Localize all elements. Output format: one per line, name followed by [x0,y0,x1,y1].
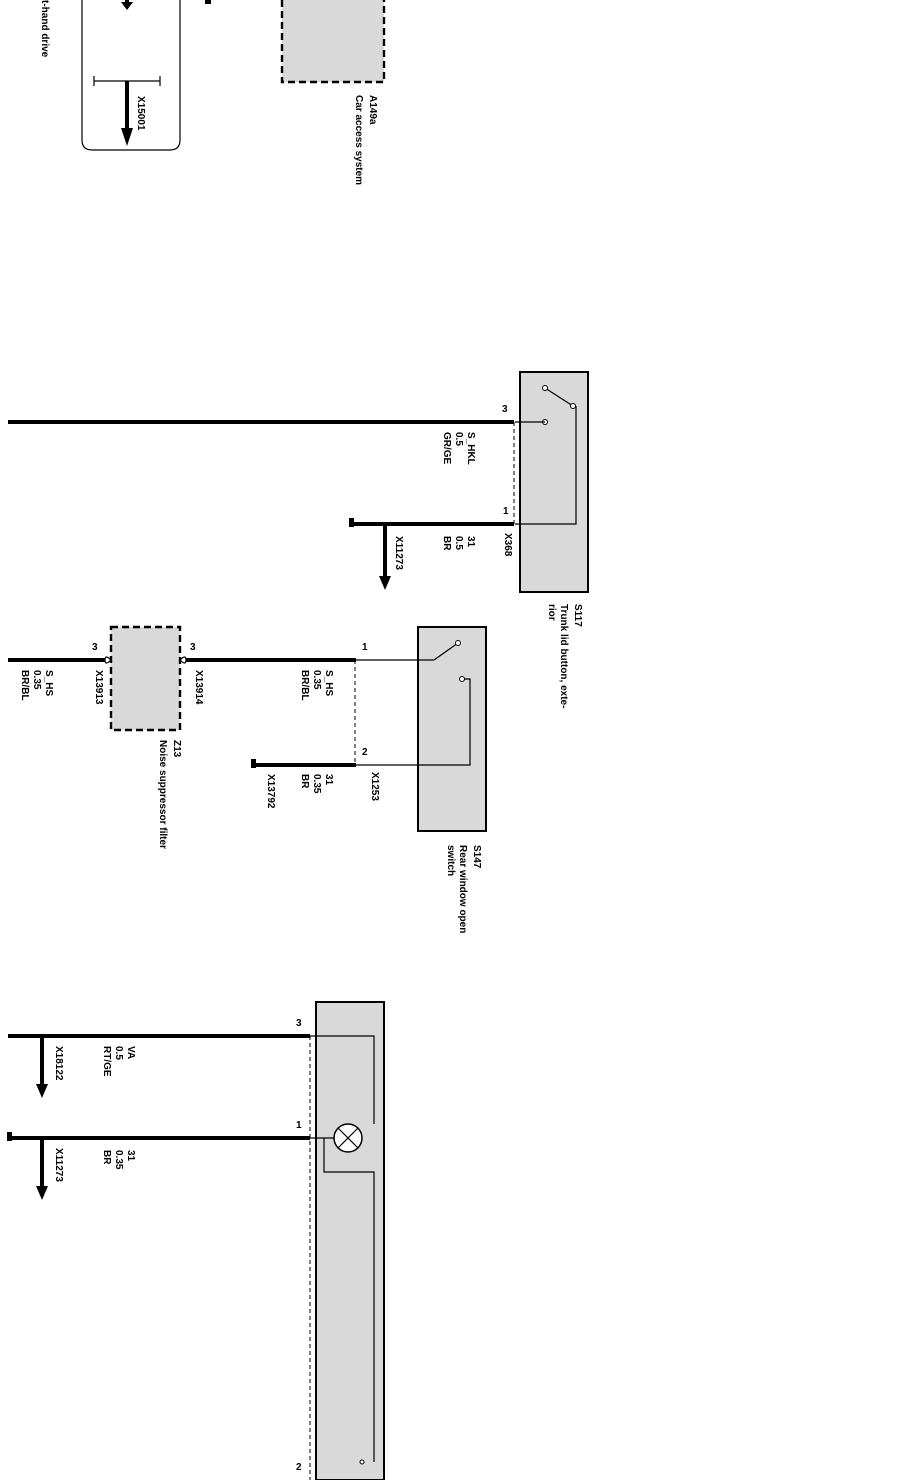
lamp-va-signal: VA [125,1046,136,1059]
lamp-pin3: 3 [296,1018,302,1029]
s117-wire-color: GR/GE [441,432,452,465]
a149a-box [280,0,386,84]
lamp-pin1: 1 [296,1120,302,1131]
a149a-group: A149a Car access system [280,0,386,185]
lamp-bulb-cross [337,1127,359,1149]
s117-gnd-color: BR [441,536,452,551]
option-bracket [81,0,181,151]
s117-contact [542,385,548,391]
s147-wire-size: 0.35 [311,670,322,690]
lamp-contact [359,1459,365,1465]
z13-wire-size: 0.35 [31,670,42,690]
s147-gnd-signal: 31 [323,774,334,786]
lamp-inner-wire-3 [310,1035,375,1124]
s117-gnd-size: 0.5 [453,536,464,550]
s117-connector: X368 [502,533,513,557]
top-fragment: t-hand drive X15001 [39,0,211,151]
lamp-group: 3 1 2 VA 0.5 RT/GE X18122 31 0.35 BR X11… [7,1001,385,1480]
z13-pin-out: 3 [92,642,98,653]
s147-id: S147 [471,845,482,869]
s117-id: S117 [572,604,583,627]
s147-inner-wiring [356,659,471,766]
s147-wire-color: BR/BL [299,670,310,701]
lamp-gnd-signal: 31 [125,1150,136,1162]
top-mark [205,0,211,4]
s117-name-line1: Trunk lid button, exte- [558,604,569,708]
s117-ground-arrow [379,576,391,590]
s147-connector: X1253 [369,772,380,801]
s147-group: 1 2 X1253 S_HS 0.35 BR/BL 31 0.35 BR X13… [186,626,487,933]
lamp-va-arrow [36,1084,48,1098]
z13-pin-in: 3 [190,642,196,653]
s117-gnd-connector: X11273 [393,536,404,570]
a149a-id: A149a [367,95,378,125]
s147-pin1: 1 [362,642,368,653]
lamp-gnd-color: BR [101,1150,112,1165]
lamp-box [315,1001,385,1480]
lamp-va-size: 0.5 [113,1046,124,1060]
s147-name-line2: switch [445,845,456,876]
s117-switch-blade [544,387,574,407]
s147-wire-signal: S_HS [323,670,334,696]
s117-pin3: 3 [502,404,508,415]
x15001-arrow [121,128,133,146]
s117-wire-signal: S_HKL [465,432,476,465]
drive-label: t-hand drive [39,0,50,58]
s117-group: 3 1 X368 S_HKL 0.5 GR/GE 31 0.5 BR X1127… [8,371,589,708]
lamp-ground-arrow [36,1186,48,1200]
s117-name-line2: rior [546,604,557,621]
z13-pin-in-mark [179,656,187,664]
z13-conn-out: X13913 [93,670,104,705]
lamp-va-color: RT/GE [101,1046,112,1077]
lamp-va-connector: X18122 [53,1046,64,1081]
s147-switch-blade [433,642,459,661]
s117-ground-end [349,518,354,527]
s147-contact [459,676,465,682]
lamp-pin2: 2 [296,1462,302,1473]
s117-gnd-signal: 31 [465,536,476,548]
s117-box [519,371,589,593]
s147-gnd-connector: X13792 [265,774,276,809]
s117-inner-wiring [515,406,577,525]
s147-gnd-color: BR [299,774,310,789]
s147-name-line1: Rear window open [457,845,468,933]
s117-pin1: 1 [503,506,509,517]
s147-contact [455,640,461,646]
z13-wire-color: BR/BL [19,670,30,701]
z13-id: Z13 [171,740,182,758]
s147-box [417,626,487,832]
s147-ground-end [251,759,256,768]
lamp-gnd-size: 0.35 [113,1150,124,1170]
lamp-ground-end [7,1132,12,1141]
lamp-inner-wire-2 [323,1138,375,1462]
z13-name: Noise suppressor filter [157,740,168,849]
top-arrow-head [121,2,133,10]
z13-wire-signal: S_HS [43,670,54,696]
s117-contact [570,403,576,409]
z13-box [109,625,182,732]
s147-gnd-size: 0.35 [311,774,322,794]
s147-pin2: 2 [362,747,368,758]
x15001-label: X15001 [135,96,146,131]
z13-conn-in: X13914 [193,670,204,705]
a149a-name: Car access system [353,95,364,185]
z13-group: 3 3 X13914 X13913 S_HS 0.35 BR/BL Z13 No… [8,625,204,849]
z13-pin-out-mark [104,656,112,664]
s117-wire-size: 0.5 [453,432,464,446]
lamp-gnd-connector: X11273 [53,1148,64,1182]
